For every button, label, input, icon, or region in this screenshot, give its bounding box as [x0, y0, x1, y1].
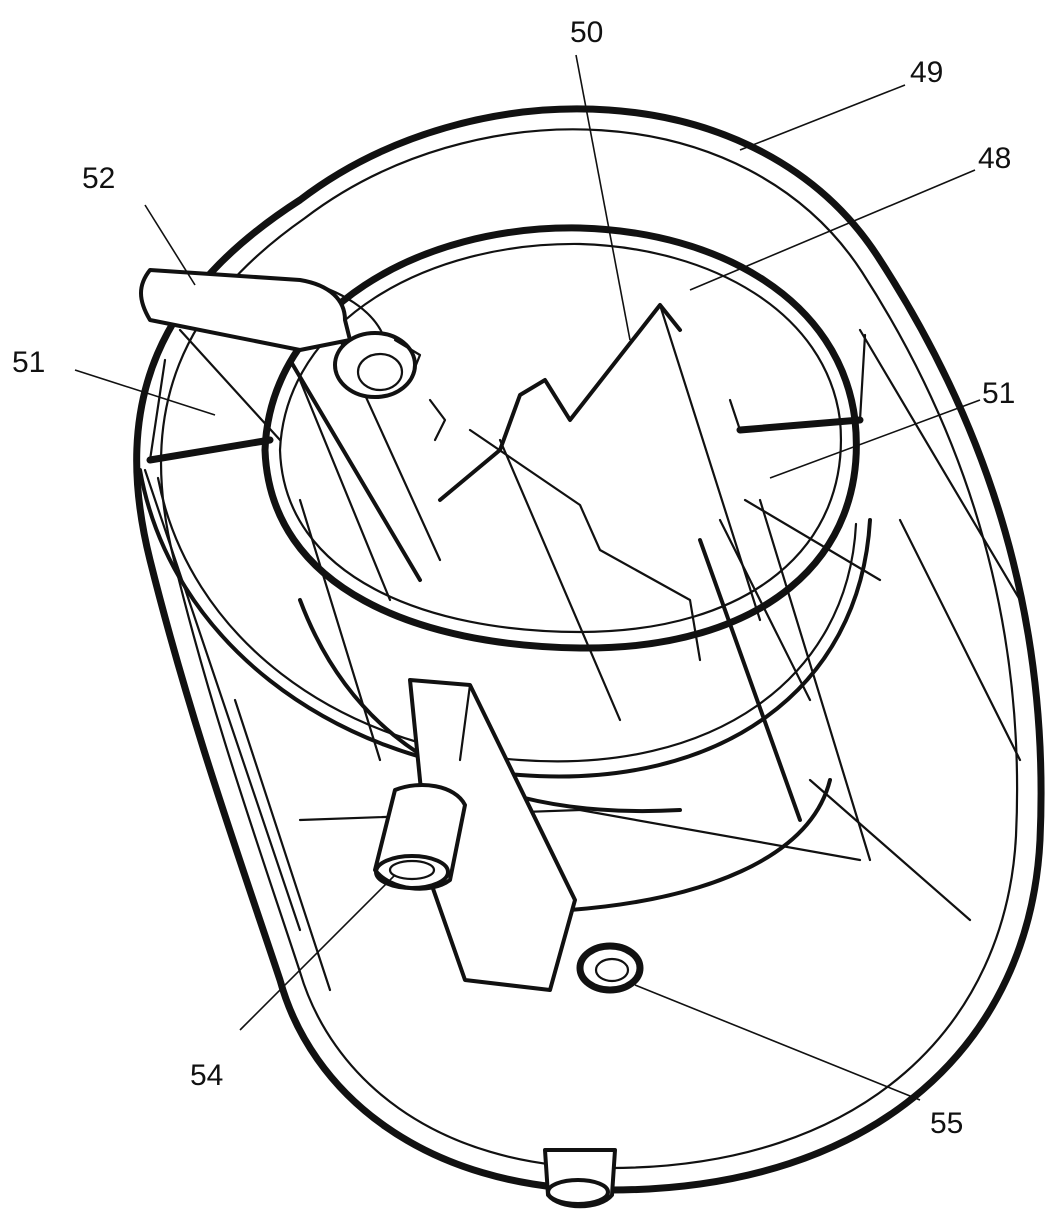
- reference-numerals: 50 49 48 52 51 51 54 55: [12, 16, 1015, 1140]
- label-52: 52: [82, 162, 115, 195]
- label-55: 55: [930, 1107, 963, 1140]
- label-51-left: 51: [12, 346, 45, 379]
- outer-housing: [133, 105, 1045, 1209]
- label-51-right: 51: [982, 377, 1015, 410]
- label-48: 48: [978, 142, 1011, 175]
- feed-pipe: [139, 268, 422, 399]
- duct-panels: [288, 338, 872, 862]
- drain-port: [576, 942, 644, 994]
- inner-drum: [261, 224, 860, 912]
- label-49: 49: [910, 56, 943, 89]
- outlet-column: [373, 678, 577, 992]
- divider-plates: [146, 328, 972, 922]
- label-50: 50: [570, 16, 603, 49]
- label-54: 54: [190, 1059, 223, 1092]
- leader-lines: [74, 54, 981, 1101]
- zigzag-blade: [428, 303, 762, 722]
